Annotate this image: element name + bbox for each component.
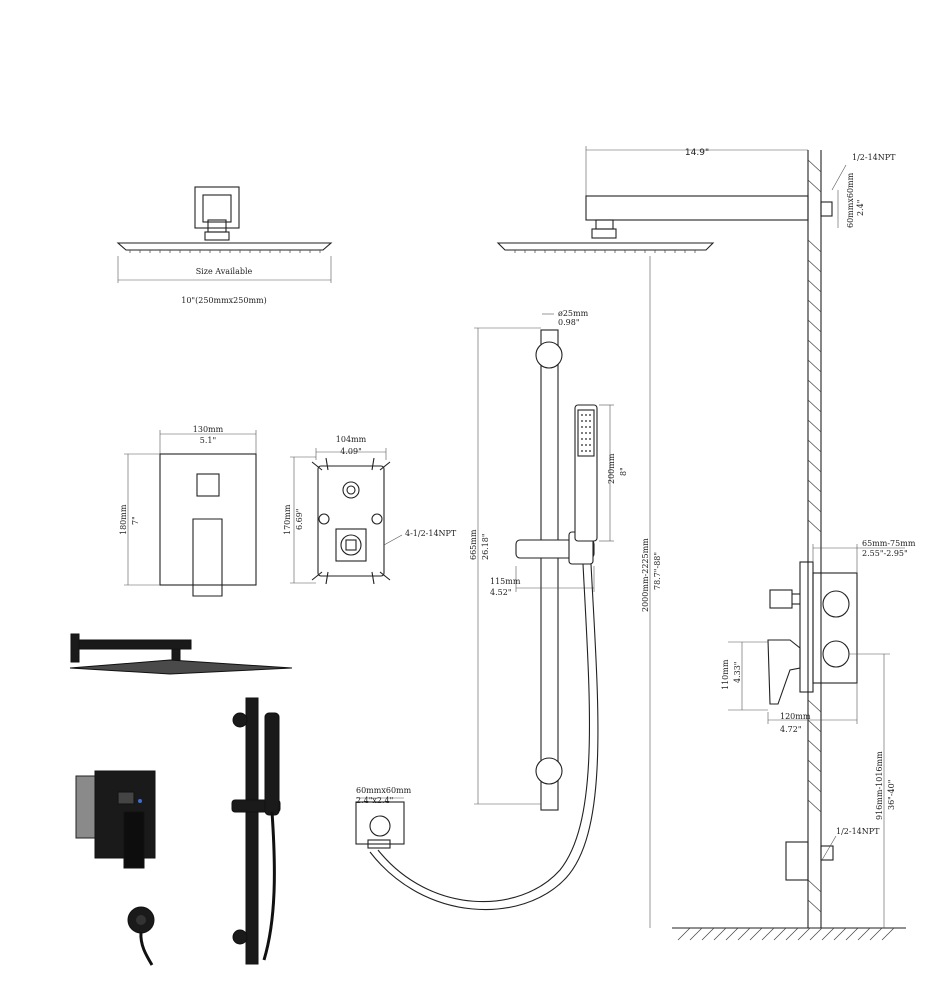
outlet-connection-label: 1/2-14NPT — [836, 827, 880, 836]
handle-height-in: 4.33" — [733, 662, 742, 684]
product-photo-slide-bar — [231, 697, 281, 965]
elbow-size-mm: 60mmx60mm — [356, 786, 412, 795]
trim-width-in: 5.1" — [200, 436, 216, 445]
elbow-size-in: 2.4"x2.4" — [356, 796, 393, 805]
holder-offset-mm: 115mm — [490, 577, 521, 586]
arm-flange-mm: 60mmx60mm — [846, 172, 855, 228]
rain-head-front-view: Size Available 10"(250mmx250mm) — [116, 186, 333, 305]
valve-width-in: 4.09" — [340, 447, 362, 456]
handle-depth-in: 4.72" — [780, 725, 802, 734]
hand-shower-length-in: 8" — [619, 467, 628, 476]
wall-section: 2000mm-2225mm 78.7"-88" 65mm-75mm 2.55"-… — [641, 150, 916, 941]
valve-width-mm: 104mm — [336, 435, 367, 444]
bar-diameter-mm: ø25mm — [558, 309, 589, 318]
arm-connection-label: 1/2-14NPT — [852, 153, 896, 162]
valve-height-in-label: 6.69" — [295, 509, 304, 531]
bar-diameter-in: 0.98" — [558, 318, 580, 327]
handle-depth-mm: 120mm — [780, 712, 811, 721]
arm-length-label: 14.9" — [685, 148, 709, 158]
total-height-mm: 2000mm-2225mm — [641, 538, 650, 612]
bar-length-in: 26.18" — [481, 533, 490, 560]
product-photo-rain-head — [69, 633, 293, 675]
valve-height-mm-label: 170mm — [283, 504, 292, 535]
total-height-in: 78.7"-88" — [653, 552, 662, 590]
shower-arm-side-view: 14.9" 1/2-14NPT 60mmx60mm 2.4" — [496, 146, 896, 253]
depth-in: 2.55"-2.95" — [862, 549, 908, 558]
trim-plate-front: 130mm 5.1" 180mm 7" — [119, 425, 257, 597]
size-note-label: 10"(250mmx250mm) — [181, 296, 267, 305]
bar-length-mm: 665mm — [469, 529, 478, 560]
valve-height-mm: 916mm-1016mm — [875, 751, 884, 820]
valve-height-in: 36"-40" — [887, 780, 896, 810]
depth-mm: 65mm-75mm — [862, 539, 916, 548]
arm-flange-in: 2.4" — [856, 200, 865, 216]
product-photo-valve-trim — [75, 770, 156, 869]
hand-shower-length-mm: 200mm — [607, 453, 616, 484]
holder-offset-in: 4.52" — [490, 588, 512, 597]
valve-port-label: 4-1/2-14NPT — [405, 529, 457, 538]
size-available-label: Size Available — [196, 267, 253, 276]
trim-width-mm: 130mm — [193, 425, 224, 434]
product-photo-elbow — [127, 906, 155, 966]
valve-body-front: 104mm 4.09" 170mm 6.69" 4-1/2-14NPT — [283, 435, 457, 585]
handle-height-mm: 110mm — [721, 659, 730, 690]
trim-height-mm: 180mm — [119, 504, 128, 535]
trim-height-in: 7" — [131, 516, 140, 525]
slide-bar-assembly: ø25mm 0.98" 665mm 26.18" 115mm 4.52" — [355, 309, 628, 911]
